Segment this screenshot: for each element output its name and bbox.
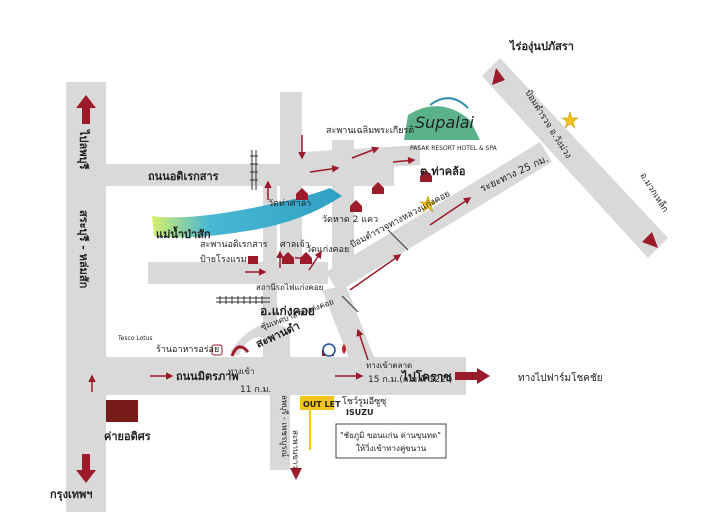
arrow-down-icon [290, 468, 302, 480]
cinema-icon [248, 256, 258, 264]
house-icon [420, 170, 432, 182]
esso-icon [322, 343, 336, 357]
camp-block-icon [106, 400, 138, 422]
note-line-1: "ชัยภูมิ ขอนแก่น ด่านขุนทด" [340, 431, 441, 441]
label-bridge-chaloem: สะพานเฉลิมพระเกียรติ [326, 125, 414, 136]
label-road-mittraphap: ถนนมิตรภาพ [176, 370, 239, 383]
road-lopburi-vertical [66, 82, 106, 512]
route-arrows [88, 135, 472, 392]
road-vertical-1 [280, 92, 302, 272]
road-to-thamlo [302, 145, 420, 172]
label-km11: 11 ก.ม. [240, 385, 271, 395]
note-line-2: ให้วิ่งเข้าทางคู่ขนาน [356, 442, 427, 454]
u-turn-arrow-icon [230, 345, 250, 357]
label-wat-hat-2: วัดหาด 2 แคว [322, 215, 378, 225]
label-turn-in-1: ทางเข้า [228, 367, 254, 376]
resort-logo-icon [404, 97, 480, 140]
road-vertical-2 [332, 140, 354, 280]
star-icons [419, 111, 579, 213]
label-road-adireksan: ถนนอดิเรกสาร [148, 170, 219, 183]
house-icon [282, 252, 294, 264]
house-icon [300, 252, 312, 264]
road-muaklek [482, 58, 668, 258]
label-road-saraburi-lomsak: สระบุรี - หล่มสัก [76, 210, 90, 289]
outlet-sign-icon [300, 396, 334, 410]
label-outlet: OUT LET [303, 400, 341, 409]
label-cinema: ป้ายโรงแรม [200, 254, 247, 265]
label-restaurant: ร้านอาหารอร่อย [156, 344, 219, 355]
arrow-to-rai-icon [492, 68, 505, 85]
label-camp: ค่ายอดิศร [104, 430, 151, 443]
label-sala-chao: ศาลเจ้า [280, 239, 310, 250]
label-showroom: โชว์รูมอีซูซุ [342, 395, 386, 407]
label-bridge-khao: สะพานขาว [291, 430, 300, 469]
resort-name: PASAK RESORT HOTEL & SPA [410, 145, 498, 152]
label-amphoe: อ.แก่งคอย [260, 304, 315, 318]
label-station: สถานีรถไฟแก่งคอย [256, 283, 323, 292]
label-road-lopburi-phetchabun: ลพบุรี - เพชรบูรณ์ [279, 395, 290, 458]
label-wat-kaeng-khoi: วัดแก่งคอย [306, 245, 349, 255]
house-icon [296, 188, 308, 200]
label-to-korat: ไปโคราช [400, 369, 451, 384]
label-turn-chokchai: ทางไปฟาร์มโชคชัย [518, 371, 603, 384]
road-bridge-loop [230, 323, 290, 470]
label-wat-tha-sala: วัดท่าศาลา [268, 199, 311, 209]
restaurant-icon [211, 344, 223, 356]
star-icon [419, 195, 437, 213]
house-icon [372, 182, 384, 194]
arrow-to-bangkok-icon [76, 454, 96, 483]
road-diagonal-25km [326, 142, 552, 292]
star-icon [561, 111, 579, 129]
arrow-to-korat-icon [477, 368, 490, 384]
resort-logo-text: Supalai [415, 113, 475, 132]
label-pasak-river: แม่น้ำป่าสัก [156, 226, 211, 241]
arrow-to-lopburi-icon [76, 95, 96, 124]
road-to-km15 [322, 286, 376, 366]
label-muak-lek: อ.มวกเหล็ก [637, 170, 672, 215]
direction-arrows [76, 68, 658, 483]
note-box [335, 423, 447, 459]
label-km15: 15 ก.ม.(ก.ม.ที่ 122 ) [368, 372, 452, 385]
label-rai-pasak: ไร่องุ่นปภัสรา [508, 39, 574, 54]
pasak-river [152, 188, 342, 238]
arrow-to-muaklek-icon [642, 232, 658, 248]
label-bridge-adireksan: สะพานอดิเรกสาร [200, 239, 268, 250]
railway-ties [219, 155, 263, 304]
house-icon [350, 200, 362, 212]
gas-station-icon [342, 344, 346, 354]
label-to-saraburi: ทางเข้าตลาด [366, 361, 412, 370]
label-to-lopburi: ไปลพบุรี [76, 128, 91, 169]
label-thamlo: ต.ท่าคล้อ [420, 165, 465, 178]
railway-track-icon [216, 150, 409, 313]
label-isuzu: ISUZU [346, 408, 374, 417]
tesco-logo: Tesco Lotus [117, 335, 153, 342]
label-to-bangkok: กรุงเทพฯ [50, 488, 92, 502]
